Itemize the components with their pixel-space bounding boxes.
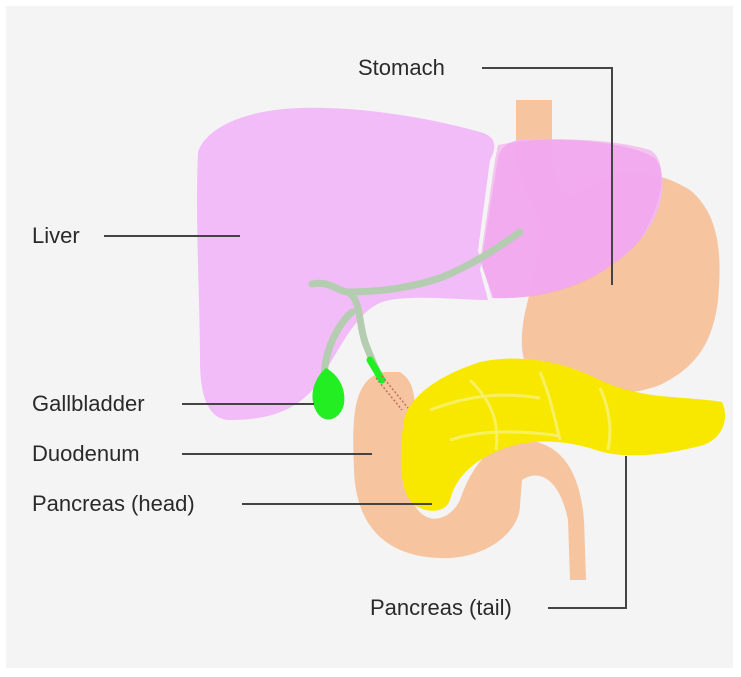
gallbladder-label: Gallbladder <box>32 393 145 415</box>
duodenum-label: Duodenum <box>32 443 140 465</box>
pancreas-tail-label: Pancreas (tail) <box>370 597 512 619</box>
stomach-label: Stomach <box>358 57 445 79</box>
pancreas-head-label: Pancreas (head) <box>32 493 195 515</box>
liver-label: Liver <box>32 225 80 247</box>
